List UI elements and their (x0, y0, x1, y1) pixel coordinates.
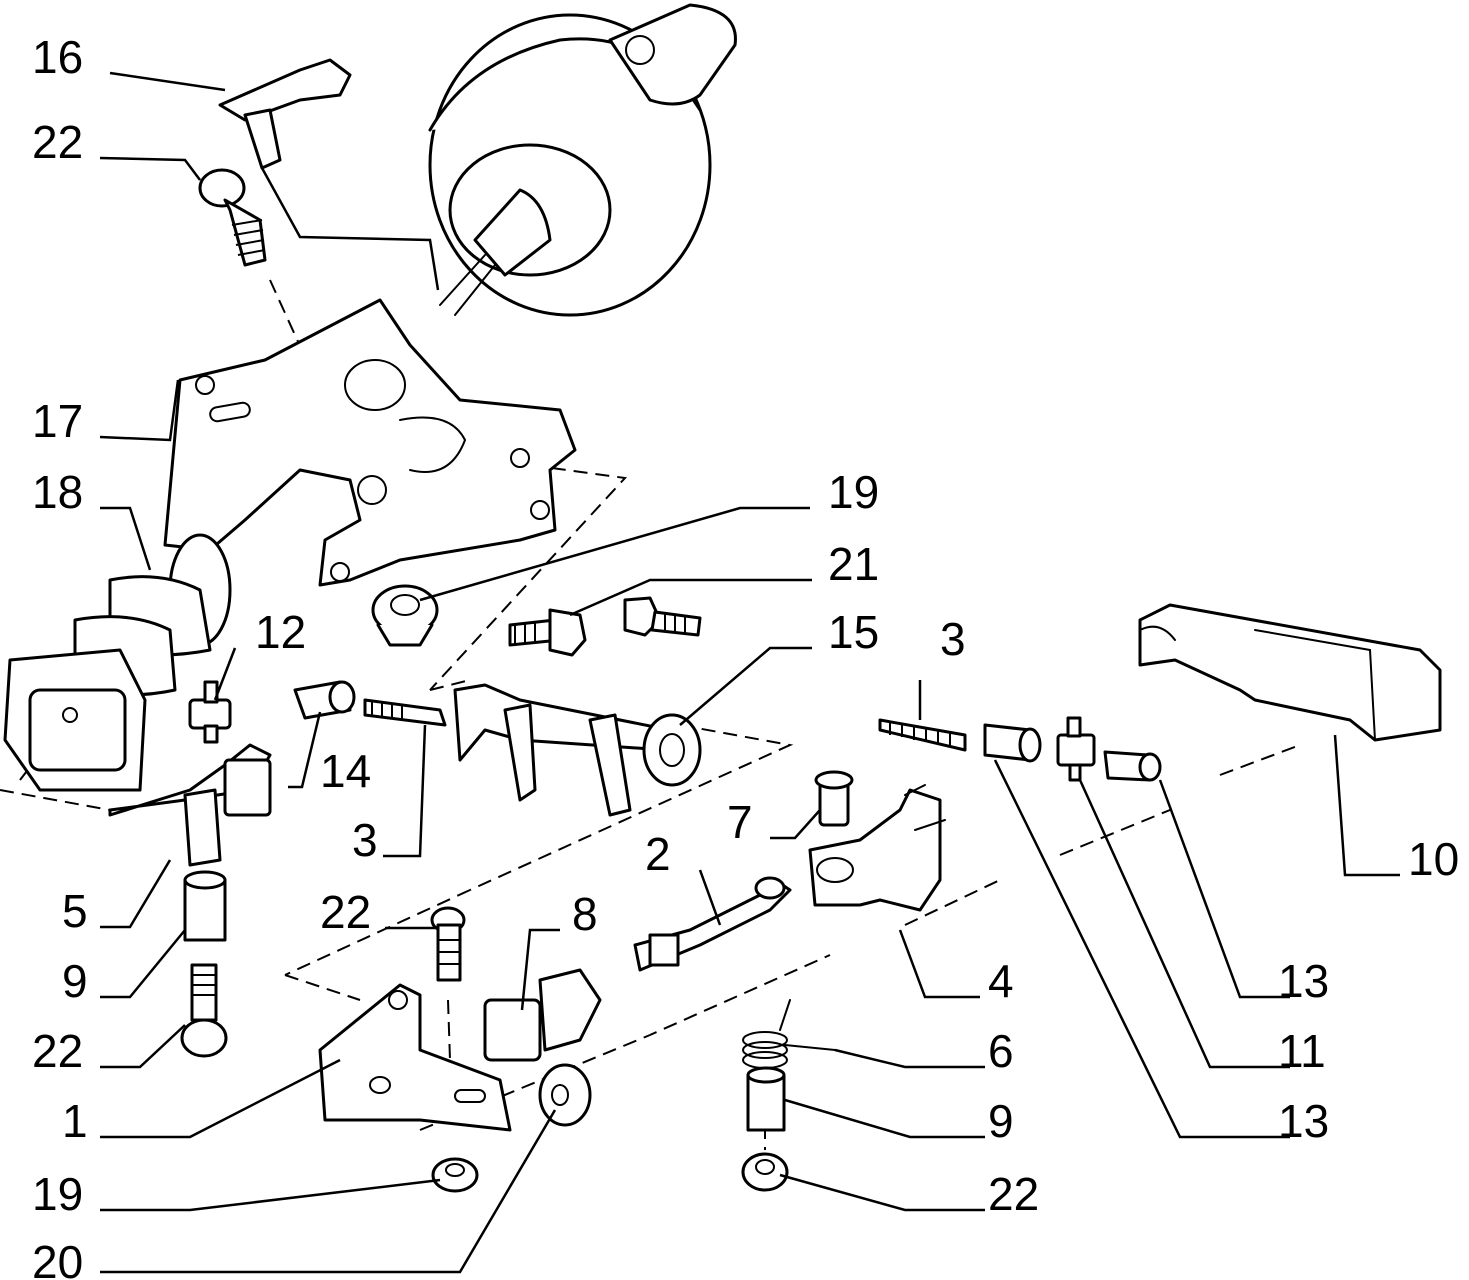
callout-4: 4 (988, 955, 1014, 1007)
callout-9-right: 9 (988, 1095, 1014, 1147)
callout-21: 21 (828, 538, 879, 590)
selector-lever-part-4 (808, 784, 946, 912)
spacer-part-9-left (183, 870, 227, 942)
sleeve-part-14 (293, 680, 356, 720)
callout-16: 16 (32, 31, 83, 83)
bracket-plate-part-17 (163, 298, 577, 587)
callout-19-bottom: 19 (32, 1168, 83, 1220)
threaded-rod-part-3-right (878, 718, 967, 752)
servo-booster (428, 3, 737, 317)
bracket-part-1 (318, 983, 512, 1132)
bolts-part-21 (508, 596, 702, 657)
callout-9-left: 9 (62, 955, 88, 1007)
cover-part-10 (1138, 603, 1442, 742)
sleeve-part-13-lower (1103, 750, 1162, 782)
bushing-part-8 (483, 968, 602, 1062)
lever-part-5 (108, 743, 272, 867)
nut-part-22-bottom (741, 1152, 789, 1192)
nut-part-19-upper (371, 584, 439, 647)
callout-2: 2 (645, 828, 671, 880)
nut-part-19-bottom (431, 1157, 479, 1193)
grommet-part-20 (538, 1063, 592, 1127)
spacer-part-9-right (746, 1066, 786, 1132)
callout-11: 11 (1278, 1025, 1326, 1077)
coupling-part-11 (1056, 716, 1096, 782)
selector-shaft-part-15 (453, 683, 702, 817)
callout-14: 14 (320, 745, 371, 797)
bolt-part-22-mid (430, 906, 466, 982)
link-rod-part-2 (633, 876, 792, 972)
callout-10: 10 (1408, 833, 1459, 885)
callout-7: 7 (727, 796, 753, 848)
bolt-part-22-left (180, 963, 228, 1058)
callout-19-right: 19 (828, 466, 879, 518)
callout-17: 17 (32, 395, 83, 447)
callout-15: 15 (828, 606, 879, 658)
leader-lines (99, 71, 1400, 1274)
coupling-part-12 (188, 680, 232, 744)
callout-8: 8 (572, 888, 598, 940)
callout-22-left: 22 (32, 1025, 83, 1077)
spring-part-6 (742, 999, 836, 1069)
pin-part-7 (814, 770, 854, 827)
callout-3-left: 3 (352, 814, 378, 866)
callout-13-upper: 13 (1278, 955, 1329, 1007)
callout-22-top: 22 (32, 116, 83, 168)
callout-3-right: 3 (940, 613, 966, 665)
bolt-part-22-top (198, 168, 267, 267)
callout-numbers: 16 22 17 18 19 21 12 15 3 14 3 7 5 2 10 … (32, 31, 1459, 1280)
clip-part-16 (218, 58, 352, 170)
callout-6: 6 (988, 1025, 1014, 1077)
callout-22-bottom: 22 (988, 1168, 1039, 1220)
threaded-rod-part-3-left (363, 698, 447, 727)
callout-5: 5 (62, 885, 88, 937)
gaiter-part-18 (3, 533, 232, 792)
callout-13-lower: 13 (1278, 1095, 1329, 1147)
callout-1: 1 (62, 1095, 88, 1147)
sleeve-part-13-upper (983, 723, 1042, 763)
callout-12: 12 (255, 606, 306, 658)
callout-18: 18 (32, 466, 83, 518)
callout-22-mid: 22 (320, 886, 371, 938)
callout-20: 20 (32, 1236, 83, 1280)
